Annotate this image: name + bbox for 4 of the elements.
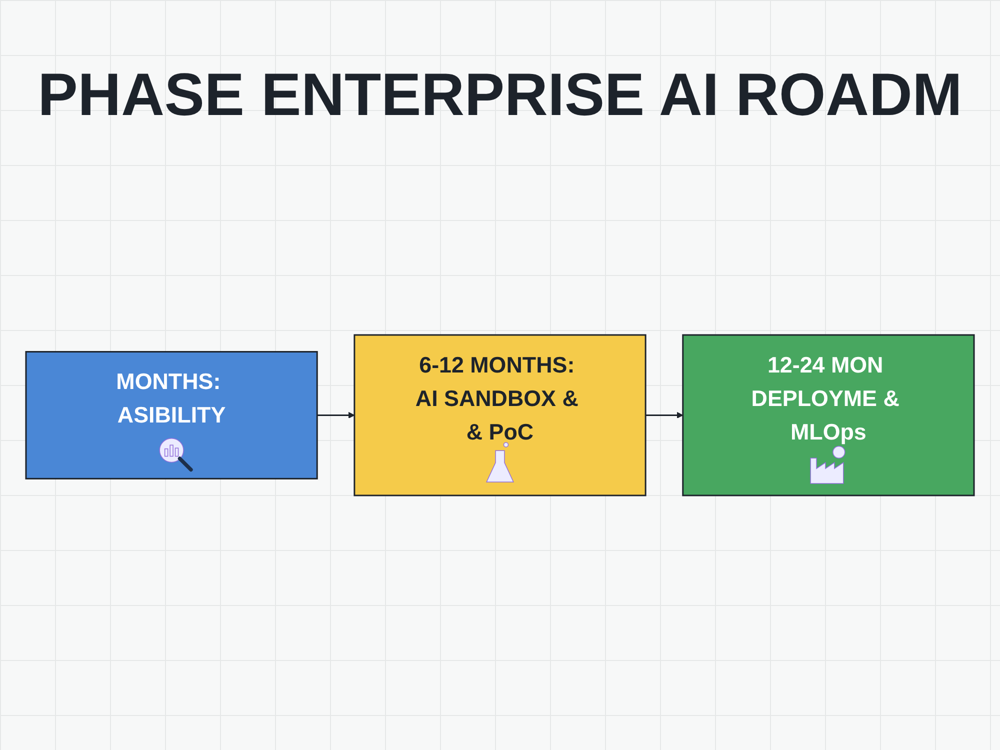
title: PHASE ENTERPRISE AI ROADM xyxy=(36,60,964,129)
phase-box: MONTHS: ASIBILITY xyxy=(25,350,318,480)
phase-box: 12-24 MON DEPLOYME & MLOps xyxy=(682,334,975,496)
phase-box: 6-12 MONTHS: AI SANDBOX & & PoC xyxy=(354,334,646,496)
